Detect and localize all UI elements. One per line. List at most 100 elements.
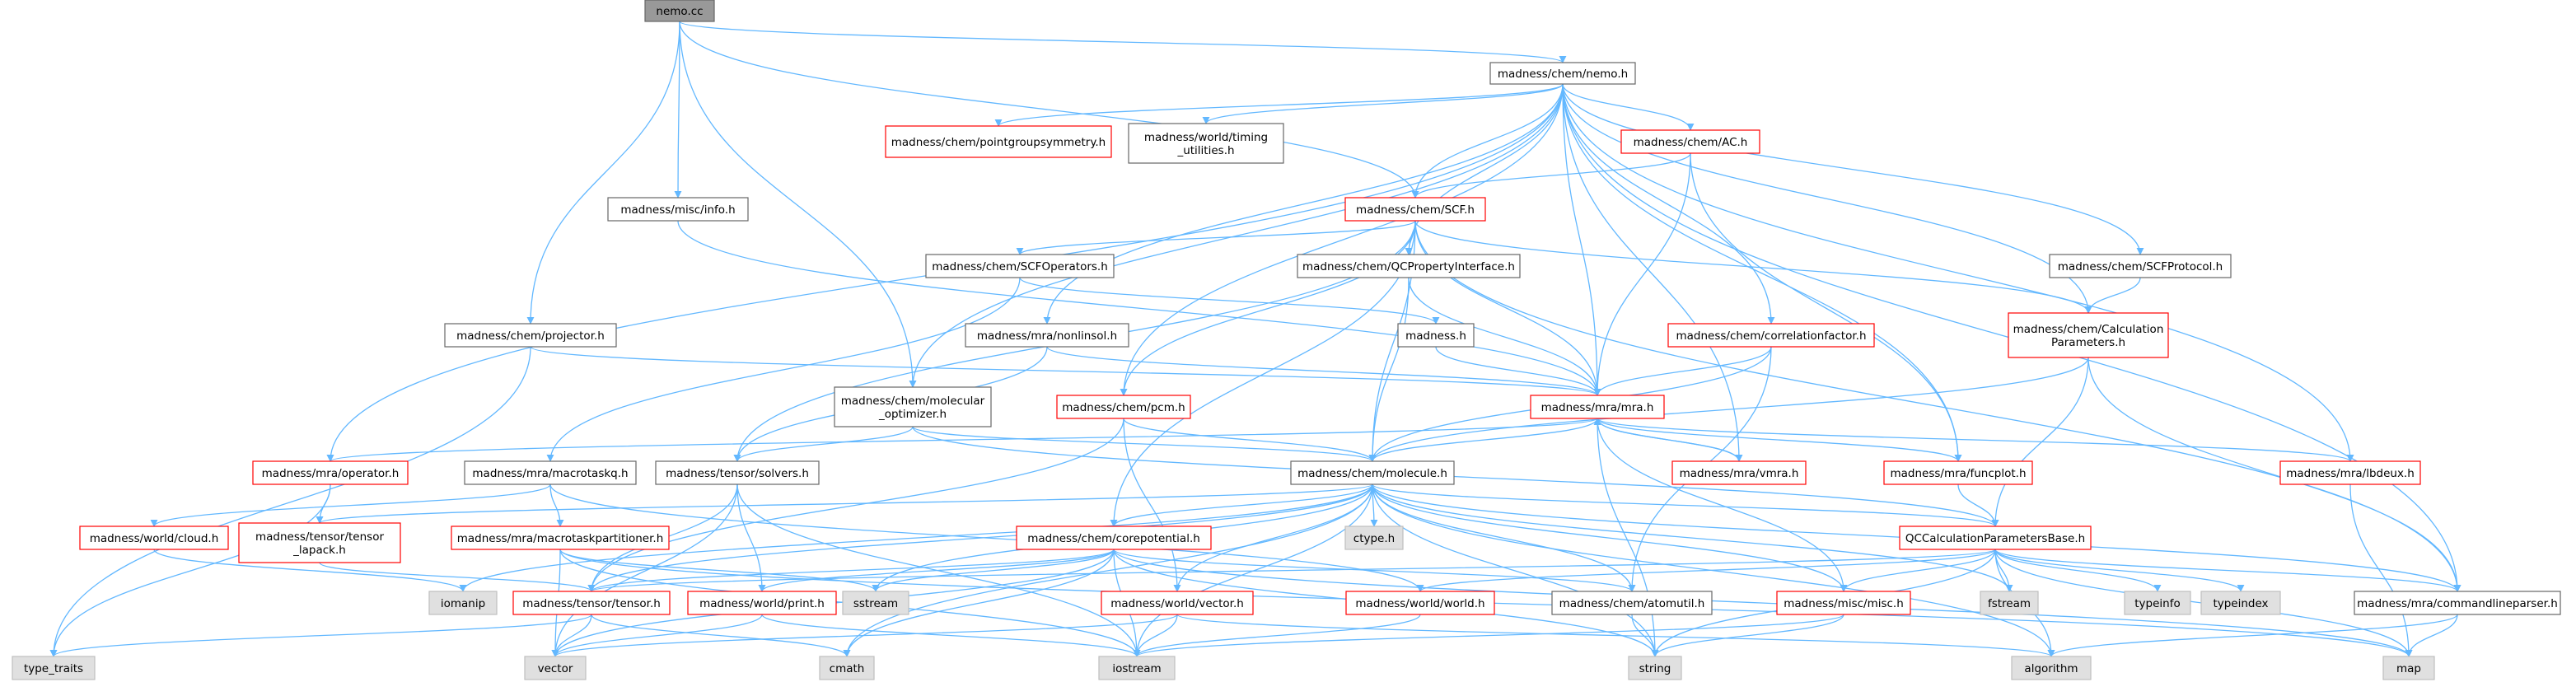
node-timing[interactable]: madness/world/timing_utilities.h <box>1128 123 1284 164</box>
node-label: madness/chem/SCF.h <box>1356 203 1475 217</box>
node-madness-h[interactable]: madness.h <box>1397 323 1475 348</box>
node-molecule[interactable]: madness/chem/molecule.h <box>1290 460 1455 485</box>
node-mra[interactable]: madness/mra/mra.h <box>1530 395 1665 419</box>
node-label: madness/chem/SCFOperators.h <box>932 260 1108 273</box>
node-box <box>2124 591 2191 615</box>
node-misc[interactable]: madness/misc/misc.h <box>1776 591 1911 615</box>
node-funcplot[interactable]: madness/mra/funcplot.h <box>1883 460 2033 485</box>
edge-nemo_cc-to-molopt <box>679 21 917 388</box>
node-string[interactable]: string <box>1628 656 1682 680</box>
edge-nemo_cc-to-projector <box>526 21 680 325</box>
node-lbdeux[interactable]: madness/mra/lbdeux.h <box>2279 460 2421 485</box>
nodes-layer: nemo.cc madness/chem/nemo.h madness/chem/p… <box>12 0 2561 680</box>
node-box <box>655 460 820 485</box>
edge-corepot-to-print <box>758 549 1115 592</box>
node-iostream[interactable]: iostream <box>1098 656 1176 680</box>
node-macrotaskq[interactable]: madness/mra/macrotaskq.h <box>464 460 637 485</box>
node-corrfac[interactable]: madness/chem/correlationfactor.h <box>1667 323 1875 348</box>
node-label: madness/mra/nonlinsol.h <box>977 329 1117 343</box>
edge-mra-to-funcplot <box>1597 418 1962 462</box>
node-cloud[interactable]: madness/world/cloud.h <box>79 526 229 550</box>
edge-pcm-to-tensor <box>587 418 1124 592</box>
node-qcbase[interactable]: QCCalculationParametersBase.h <box>1899 526 2092 550</box>
node-label: madness/chem/molecule.h <box>1297 467 1447 480</box>
node-label: madness/chem/Calculation <box>2013 323 2164 336</box>
node-scfops[interactable]: madness/chem/SCFOperators.h <box>925 254 1115 278</box>
edge-mra-to-string <box>1597 418 1659 657</box>
node-type-traits[interactable]: type_traits <box>12 656 96 680</box>
node-box <box>842 591 909 615</box>
node-print[interactable]: madness/world/print.h <box>687 591 837 615</box>
node-pointgroup[interactable]: madness/chem/pointgroupsymmetry.h <box>885 125 1112 158</box>
node-cmdparser[interactable]: madness/mra/commandlineparser.h <box>2354 591 2561 615</box>
edge-funcplot-to-qcbase <box>1957 483 1999 527</box>
node-corepot[interactable]: madness/chem/corepotential.h <box>1016 526 1212 550</box>
node-iomanip[interactable]: iomanip <box>428 591 498 615</box>
node-nemo-cc[interactable]: nemo.cc <box>644 0 715 22</box>
node-fstream[interactable]: fstream <box>1980 591 2039 615</box>
node-label: madness/world/world.h <box>1355 597 1484 610</box>
node-tlapack[interactable]: madness/tensor/tensor_lapack.h <box>238 522 401 563</box>
edge-nemo_cc-to-scf <box>679 21 1419 199</box>
node-qcprop[interactable]: madness/chem/QCPropertyInterface.h <box>1297 254 1521 278</box>
node-label: string <box>1639 662 1671 675</box>
node-box <box>607 197 749 222</box>
edge-molecule-to-iostream <box>1133 483 1373 657</box>
node-algorithm[interactable]: algorithm <box>2011 656 2092 680</box>
node-box <box>687 591 837 615</box>
edge-wvector-to-algorithm <box>1176 614 2055 657</box>
node-scf[interactable]: madness/chem/SCF.h <box>1344 197 1486 222</box>
node-ac[interactable]: madness/chem/AC.h <box>1620 129 1760 154</box>
edge-molopt-to-molecule <box>912 426 1377 462</box>
edge-pcm-to-wvector <box>1123 418 1181 592</box>
node-world[interactable]: madness/world/world.h <box>1345 591 1495 615</box>
node-typeindex[interactable]: typeindex <box>2200 591 2281 615</box>
edge-nemo_h-to-nonlinsol <box>1043 83 1564 325</box>
node-sstream[interactable]: sstream <box>842 591 909 615</box>
edge-scfops-to-madness_h <box>1019 277 1440 325</box>
node-typeinfo[interactable]: typeinfo <box>2124 591 2191 615</box>
node-nemo-h[interactable]: madness/chem/nemo.h <box>1489 62 1636 85</box>
node-label: madness/chem/QCPropertyInterface.h <box>1302 260 1515 273</box>
node-box <box>451 526 670 550</box>
node-box <box>1345 591 1495 615</box>
edge-molopt-to-solvers <box>733 426 914 462</box>
node-tensor[interactable]: madness/tensor/tensor.h <box>512 591 671 615</box>
edge-calcparams-to-molecule <box>1368 357 2089 462</box>
node-box <box>512 591 671 615</box>
node-solvers[interactable]: madness/tensor/solvers.h <box>655 460 820 485</box>
node-info[interactable]: madness/misc/info.h <box>607 197 749 222</box>
node-map[interactable]: map <box>2382 656 2435 680</box>
node-label: madness/mra/funcplot.h <box>1891 467 2027 480</box>
edge-corepot-to-map <box>1113 549 2413 657</box>
node-pcm[interactable]: madness/chem/pcm.h <box>1056 395 1191 419</box>
node-ctype[interactable]: ctype.h <box>1344 526 1404 550</box>
node-nonlinsol[interactable]: madness/mra/nonlinsol.h <box>965 323 1129 348</box>
node-box <box>464 460 637 485</box>
edge-qcbase-to-cmdparser <box>1994 549 2461 592</box>
node-box <box>444 323 617 348</box>
node-vector[interactable]: vector <box>524 656 587 680</box>
edge-nemo_h-to-qcprop <box>1405 83 1564 255</box>
node-scfproto[interactable]: madness/chem/SCFProtocol.h <box>2049 254 2232 278</box>
node-box <box>965 323 1129 348</box>
edge-qcbase-to-misc <box>1840 549 1996 592</box>
node-molopt[interactable]: madness/chem/molecular_optimizer.h <box>834 386 992 427</box>
node-box <box>1297 254 1521 278</box>
node-projector[interactable]: madness/chem/projector.h <box>444 323 617 348</box>
node-label: madness/chem/projector.h <box>456 329 605 343</box>
node-atomutil[interactable]: madness/chem/atomutil.h <box>1551 591 1713 615</box>
node-mtpart[interactable]: madness/mra/macrotaskpartitioner.h <box>451 526 670 550</box>
node-wvector[interactable]: madness/world/vector.h <box>1101 591 1254 615</box>
edge-nemo_h-to-corrfac <box>1562 83 1775 325</box>
node-cmath[interactable]: cmath <box>819 656 875 680</box>
node-label: sstream <box>853 597 898 610</box>
node-vmra[interactable]: madness/mra/vmra.h <box>1671 460 1807 485</box>
node-label: madness/chem/pcm.h <box>1062 401 1185 414</box>
node-calcparams[interactable]: madness/chem/CalculationParameters.h <box>2008 312 2169 358</box>
edge-print-to-iostream <box>761 614 1141 657</box>
edge-solvers-to-print <box>736 483 766 592</box>
node-box <box>238 522 401 563</box>
node-operator[interactable]: madness/mra/operator.h <box>252 460 409 485</box>
